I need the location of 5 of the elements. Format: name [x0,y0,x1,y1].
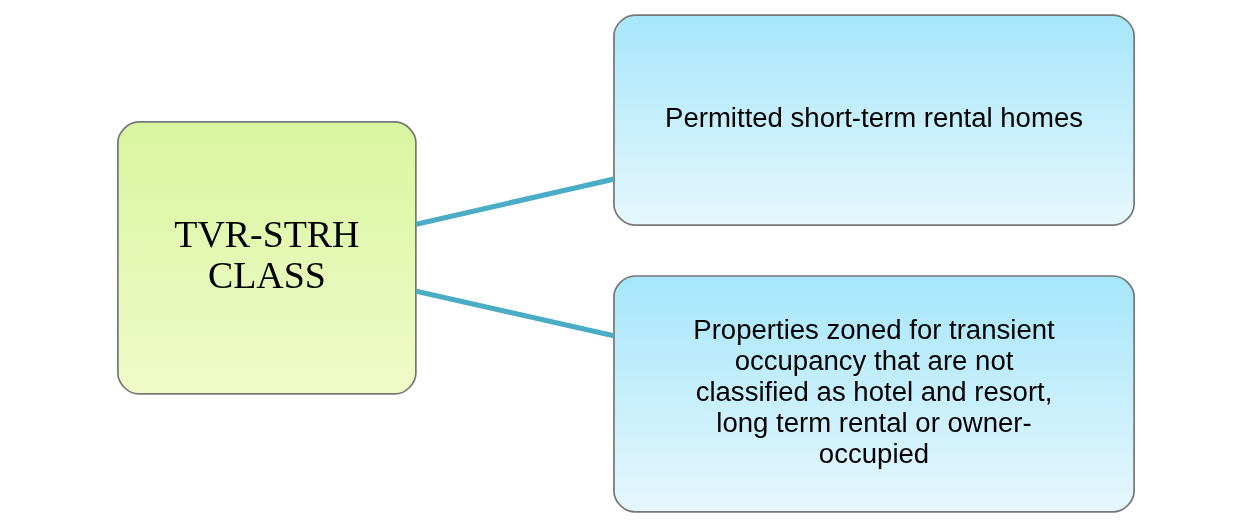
connector [415,288,615,339]
node-box: TVR-STRH CLASS [117,120,417,395]
connector [415,176,615,227]
node-box: Permitted short-term rental homes [613,14,1135,227]
node-box: Properties zoned for transient occupancy that are not classified as hotel and resort, long term rental or owner-occupied [613,275,1135,513]
